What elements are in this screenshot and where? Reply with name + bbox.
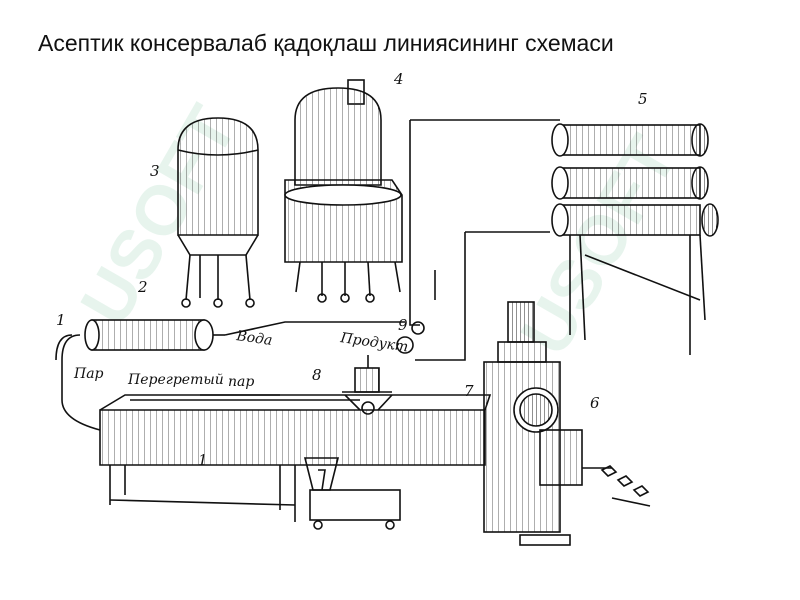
piping (55, 119, 560, 431)
label-number-6: 6 (590, 394, 600, 412)
label-number-5: 5 (638, 90, 648, 108)
label-par-left: Пар (73, 366, 104, 382)
label-number-7: 7 (464, 382, 474, 400)
label-number-4: 4 (393, 70, 404, 88)
tube-2 (84, 319, 214, 351)
label-number-3: 3 (150, 162, 160, 180)
tank-3 (177, 117, 259, 308)
tank-4 (284, 79, 403, 303)
label-par-right: пар (228, 374, 254, 390)
filler-8 (342, 355, 393, 415)
label-number-9: 9 (398, 316, 408, 334)
label-number-1: 1 (198, 451, 208, 469)
label-voda: Вода (234, 328, 273, 349)
main-line-1 (99, 394, 492, 530)
page-title: Асептик консервалаб қадоқлаш линиясининг… (38, 30, 614, 56)
label-number-2: 2 (137, 278, 148, 296)
sealing-machine-6 (483, 301, 651, 546)
heat-exchanger-5 (551, 123, 719, 355)
label-inlet-arrow: 1 (56, 311, 66, 329)
label-peregretyi: Перегретый (127, 372, 224, 388)
pump-9 (396, 321, 425, 354)
label-number-8: 8 (312, 366, 322, 384)
